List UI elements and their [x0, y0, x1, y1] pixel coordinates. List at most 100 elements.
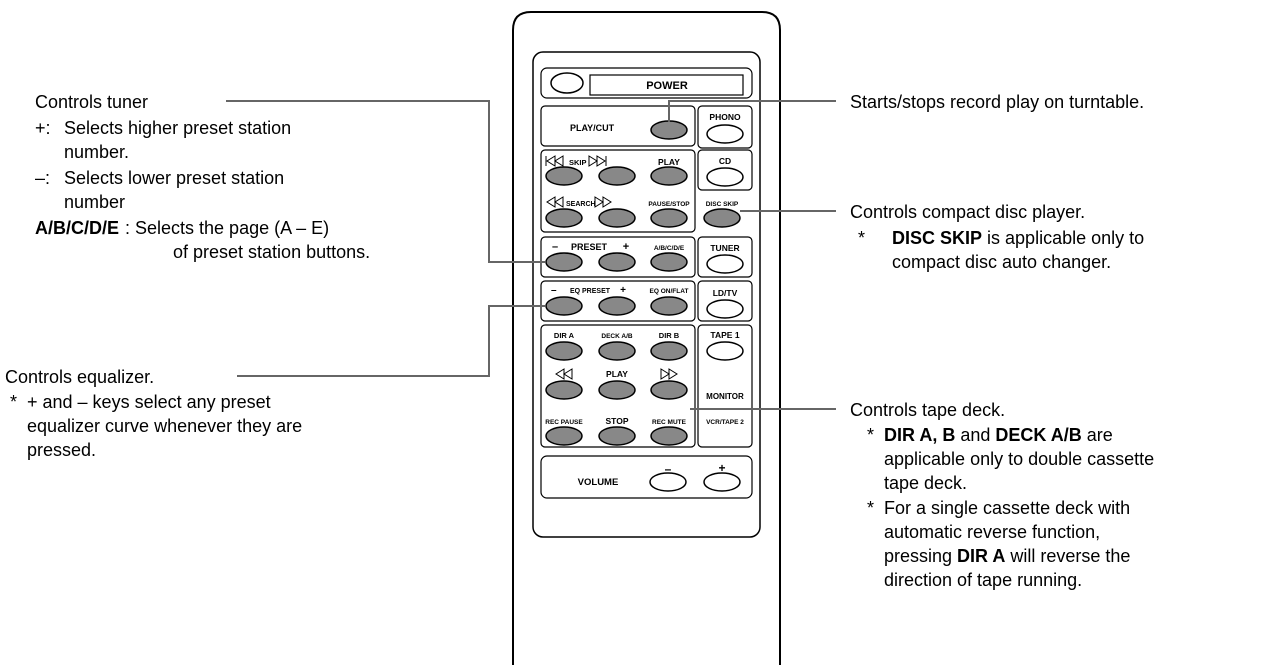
search-back-button[interactable]: [545, 208, 583, 228]
play-cut-button[interactable]: [650, 120, 688, 140]
search-fwd-icon-2: [602, 196, 612, 208]
volume-plus-label: +: [718, 461, 725, 475]
skip-fwd-icon: [588, 155, 598, 167]
rewind-button[interactable]: [545, 380, 583, 400]
pause-stop-button[interactable]: [650, 208, 688, 228]
search-forward-button[interactable]: [598, 208, 636, 228]
rec-pause-button[interactable]: [545, 426, 583, 446]
tuner-abcde-key: A/B/C/D/E: [35, 218, 119, 238]
search-fwd-icon: [594, 196, 604, 208]
tuner-minus-key: –:: [35, 168, 50, 188]
equalizer-annotation-title: Controls equalizer.: [5, 367, 154, 387]
dir-b-button[interactable]: [650, 341, 688, 361]
tuner-abcde-line1: : Selects the page (A – E): [125, 218, 329, 238]
disc-skip-button[interactable]: [703, 208, 741, 228]
vcr-tape2-label: VCR/TAPE 2: [706, 419, 744, 426]
tape-note1-bold1: DIR A, B: [884, 425, 955, 445]
cd-button[interactable]: [706, 167, 744, 187]
tuner-abcde-line2: of preset station buttons.: [173, 242, 370, 262]
dir-a-button[interactable]: [545, 341, 583, 361]
tuner-annotation-title: Controls tuner: [35, 92, 148, 112]
phono-button[interactable]: [706, 124, 744, 144]
tape-box: [540, 324, 696, 448]
volume-box: [540, 455, 753, 499]
tape-note1-line2: applicable only to double cassette: [884, 449, 1154, 469]
cd-box: [540, 149, 696, 233]
cd-note-text: is applicable only to: [982, 228, 1144, 248]
cd-asterisk: *: [858, 228, 865, 248]
preset-label: PRESET: [571, 242, 608, 252]
preset-minus-label: –: [552, 241, 558, 253]
disc-skip-label: DISC SKIP: [706, 201, 739, 208]
preset-up-button[interactable]: [598, 252, 636, 272]
phono-box: [697, 105, 753, 149]
eq-box: [540, 280, 696, 322]
volume-up-button[interactable]: [703, 472, 741, 492]
volume-minus-label: –: [665, 462, 672, 476]
tape-note2-bold: DIR A: [957, 546, 1005, 566]
rec-mute-label: REC MUTE: [652, 419, 687, 426]
power-display: [589, 74, 744, 96]
rec-mute-button[interactable]: [650, 426, 688, 446]
leader-equalizer: [237, 305, 545, 377]
dir-b-label: DIR B: [659, 331, 680, 340]
play-cut-label: PLAY/CUT: [570, 123, 615, 133]
tape-note1-mid: and: [955, 425, 995, 445]
tape-note1-line3: tape deck.: [884, 473, 967, 493]
tape-note2-line4: direction of tape running.: [884, 570, 1082, 590]
tape1-button[interactable]: [706, 341, 744, 361]
tape-note2-line3: pressing DIR A will reverse the: [884, 546, 1130, 566]
skip-back-icon: [546, 155, 556, 167]
skip-fwd-icon-2: [596, 155, 606, 167]
cd-note-line1: DISC SKIP is applicable only to: [892, 228, 1144, 248]
tuner-box: [540, 236, 696, 278]
turntable-annotation: Starts/stops record play on turntable.: [850, 92, 1144, 112]
pause-stop-label: PAUSE/STOP: [648, 201, 690, 208]
ldtv-source-box: [697, 280, 753, 322]
remote-body: [512, 11, 781, 665]
ldtv-button[interactable]: [706, 299, 744, 319]
eq-preset-label: EQ PRESET: [570, 288, 611, 295]
eq-on-flat-label: EQ ON/FLAT: [650, 288, 689, 295]
cd-source-box: [697, 149, 753, 191]
eq-up-button[interactable]: [598, 296, 636, 316]
cd-label: CD: [719, 156, 731, 166]
tape1-label: TAPE 1: [710, 330, 739, 340]
volume-label: VOLUME: [578, 477, 619, 488]
deck-ab-button[interactable]: [598, 341, 636, 361]
preset-down-button[interactable]: [545, 252, 583, 272]
ldtv-label: LD/TV: [713, 288, 738, 298]
power-row-box: [540, 67, 753, 99]
volume-down-button[interactable]: [649, 472, 687, 492]
tuner-plus-line1: Selects higher preset station: [64, 118, 291, 138]
tape-play-button[interactable]: [598, 380, 636, 400]
eq-minus-label: –: [551, 285, 557, 296]
fast-forward-icon-2: [668, 368, 678, 380]
rewind-icon: [555, 368, 565, 380]
tape-source-box: [697, 324, 753, 448]
phono-label: PHONO: [709, 112, 741, 122]
eq-down-button[interactable]: [545, 296, 583, 316]
skip-forward-button[interactable]: [598, 166, 636, 186]
power-button[interactable]: [550, 72, 584, 94]
tape-asterisk-2: *: [867, 498, 874, 518]
tuner-minus-line2: number: [64, 192, 125, 212]
abcde-button[interactable]: [650, 252, 688, 272]
tape-asterisk-1: *: [867, 425, 874, 445]
fast-forward-button[interactable]: [650, 380, 688, 400]
turntable-box: [540, 105, 696, 147]
equalizer-note-line1: + and – keys select any preset: [27, 392, 271, 412]
eq-on-flat-button[interactable]: [650, 296, 688, 316]
tuner-minus-line1: Selects lower preset station: [64, 168, 284, 188]
skip-back-button[interactable]: [545, 166, 583, 186]
cd-play-button[interactable]: [650, 166, 688, 186]
tape-note1-bold2: DECK A/B: [995, 425, 1081, 445]
stop-button[interactable]: [598, 426, 636, 446]
tuner-button[interactable]: [706, 254, 744, 274]
tape-note2-line1: For a single cassette deck with: [884, 498, 1130, 518]
tape-note2-post: will reverse the: [1005, 546, 1130, 566]
equalizer-note-line2: equalizer curve whenever they are: [27, 416, 302, 436]
tape-note2-pre: pressing: [884, 546, 957, 566]
power-label: POWER: [646, 80, 688, 92]
